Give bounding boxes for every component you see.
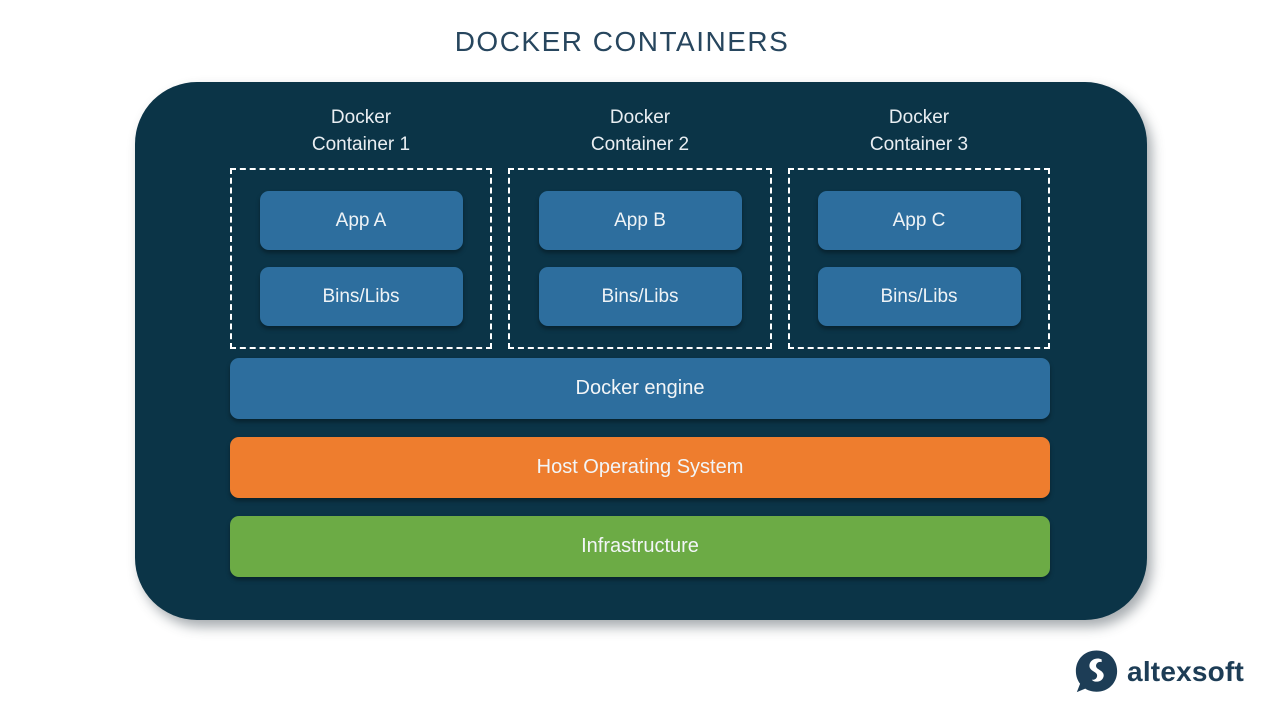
container-3-label: Docker Container 3 <box>788 104 1050 158</box>
bins-libs-box-2: Bins/Libs <box>538 267 742 326</box>
host-os-layer: Host Operating System <box>230 437 1050 498</box>
container-2-label: Docker Container 2 <box>508 104 772 158</box>
page-title: DOCKER CONTAINERS <box>454 26 790 57</box>
container-1-label-line-1: Docker <box>330 107 392 128</box>
app-c-box: App C <box>817 191 1021 250</box>
container-1-boundary: App A Bins/Libs <box>230 168 492 349</box>
container-1-label: Docker Container 1 <box>230 104 492 158</box>
container-2-label-line-2: Container 2 <box>590 134 690 155</box>
app-b-box: App B <box>538 191 742 250</box>
host-panel: Docker Container 1 App A Bins/Libs Docke… <box>135 82 1147 620</box>
app-a-box: App A <box>259 191 463 250</box>
container-3-label-line-1: Docker <box>888 107 950 128</box>
bins-libs-box-1: Bins/Libs <box>259 267 463 326</box>
docker-engine-layer: Docker engine <box>230 358 1050 419</box>
container-2-boundary: App B Bins/Libs <box>508 168 772 349</box>
altexsoft-logo-text: altexsoft <box>1127 656 1244 687</box>
altexsoft-logo-icon <box>1075 650 1118 693</box>
bins-libs-box-3: Bins/Libs <box>817 267 1021 326</box>
container-3-label-line-2: Container 3 <box>869 134 969 155</box>
altexsoft-logo: altexsoft <box>1074 648 1244 696</box>
container-1-label-line-2: Container 1 <box>311 134 411 155</box>
container-3-boundary: App C Bins/Libs <box>788 168 1050 349</box>
infrastructure-layer: Infrastructure <box>230 516 1050 577</box>
container-2-label-line-1: Docker <box>609 107 671 128</box>
